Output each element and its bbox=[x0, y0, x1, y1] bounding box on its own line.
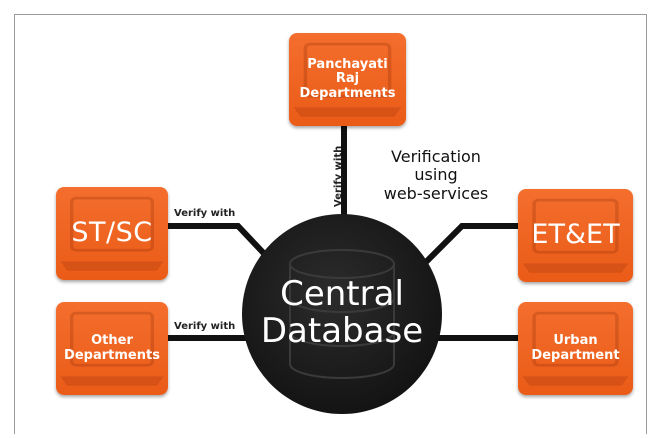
department-box-panchayati: Panchayati Raj Departments bbox=[289, 33, 406, 126]
verify-with-label-other: Verify with bbox=[174, 321, 236, 332]
central-database-title: Central Database bbox=[260, 274, 424, 352]
department-box-stsc: ST/SC bbox=[56, 187, 168, 280]
department-box-etet: ET&ET bbox=[518, 189, 633, 282]
central-database-node bbox=[242, 214, 442, 414]
department-label-etet: ET&ET bbox=[531, 219, 620, 251]
connector-etet bbox=[423, 223, 518, 265]
department-label-panchayati: Panchayati Raj Departments bbox=[299, 56, 396, 101]
verification-annotation: Verification using web-services bbox=[383, 147, 489, 203]
verify-with-label-panchayati: Verify with bbox=[333, 145, 344, 207]
department-label-urban: Urban Department bbox=[531, 332, 620, 363]
connector-stsc bbox=[168, 223, 275, 265]
department-box-other: Other Departments bbox=[56, 302, 168, 395]
department-box-urban: Urban Department bbox=[518, 302, 633, 395]
database-cylinder-icon bbox=[289, 249, 395, 379]
department-label-stsc: ST/SC bbox=[71, 217, 153, 249]
department-label-other: Other Departments bbox=[64, 332, 160, 363]
verify-with-label-stsc: Verify with bbox=[174, 208, 236, 219]
